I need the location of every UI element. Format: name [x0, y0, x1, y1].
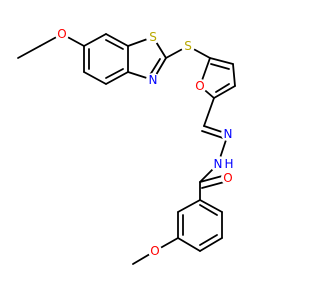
- bond: [105, 39, 124, 50]
- bond: [199, 199, 223, 213]
- atom-n-hydrazide: N H: [210, 156, 234, 172]
- atom-label: N: [224, 127, 233, 141]
- bond: [177, 237, 201, 252]
- bond: [213, 85, 236, 99]
- atom-o-carbonyl: O: [221, 171, 235, 185]
- bond: [199, 204, 218, 216]
- atom-o-methoxy: O: [148, 244, 162, 258]
- atom-label: N: [149, 73, 158, 87]
- bond: [209, 57, 234, 65]
- bond: [199, 234, 218, 246]
- atom-label: O: [223, 171, 232, 185]
- bond: [203, 97, 215, 127]
- atom-layer: O S N S O N N H O: [55, 27, 235, 258]
- atom-label: S: [184, 39, 192, 53]
- bond: [149, 58, 161, 76]
- atom-label: S: [149, 30, 157, 44]
- bond-layer: [17, 33, 236, 265]
- bond: [177, 199, 201, 213]
- bond: [201, 130, 227, 140]
- bond: [199, 237, 223, 252]
- bond: [215, 83, 230, 93]
- atom-s-thioether: S: [181, 39, 195, 53]
- atom-n-thiazole: N: [146, 73, 160, 87]
- bond: [232, 63, 236, 87]
- bond: [105, 33, 129, 47]
- atom-label: O: [150, 244, 159, 258]
- atom-o-ethoxy: O: [55, 27, 69, 41]
- structure-diagram: O S N S O N N H O: [17, 27, 236, 265]
- bond: [105, 71, 129, 85]
- bond: [105, 68, 124, 79]
- atom-s-thiazole: S: [146, 30, 160, 44]
- bond: [210, 63, 230, 70]
- molecule-canvas: O S N S O N N H O: [17, 27, 236, 265]
- atom-label: O: [57, 27, 66, 41]
- bond: [17, 45, 41, 59]
- atom-label: N: [214, 157, 223, 171]
- atom-label-hydrogen: H: [224, 157, 233, 171]
- bond: [83, 71, 107, 85]
- atom-label: O: [195, 79, 204, 93]
- atom-o-furan: O: [193, 79, 207, 93]
- bond: [83, 33, 107, 47]
- atom-n-imine: N: [221, 127, 235, 141]
